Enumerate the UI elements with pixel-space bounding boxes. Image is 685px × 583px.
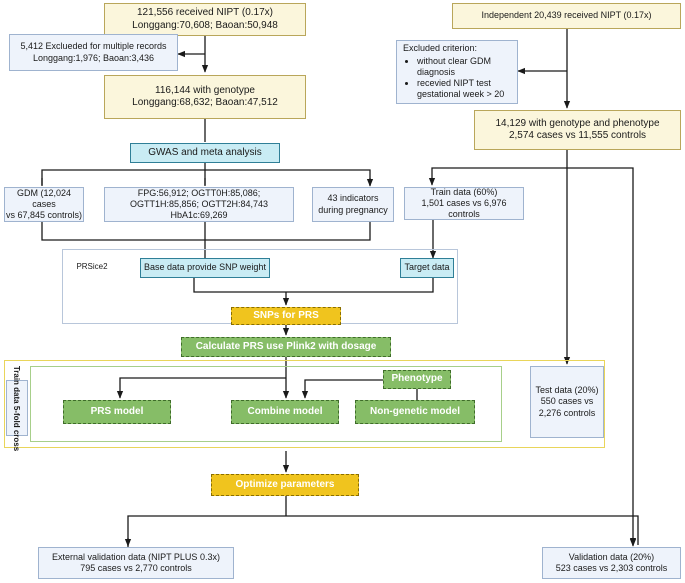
received-nipt-box: 121,556 received NIPT (0.17x) Longgang:7… xyxy=(104,3,306,36)
fpg-ogtt-line1: FPG:56,912; OGTT0H:85,086; xyxy=(137,187,261,198)
train-cross-label: Train data 5-fold cross xyxy=(6,365,28,451)
branch-optimize xyxy=(127,496,639,547)
indicators-line2: during pregnancy xyxy=(318,204,388,215)
phenotype-box: Phenotype xyxy=(383,370,451,389)
excluded-criterion-title: Excluded criterion: xyxy=(403,43,478,54)
indicators-box: 43 indicators during pregnancy xyxy=(312,187,394,222)
geno-pheno-line2: 2,574 cases vs 11,555 controls xyxy=(508,130,647,141)
gwas-label: GWAS and meta analysis xyxy=(148,146,262,158)
received-nipt-line1: 121,556 received NIPT (0.17x) xyxy=(136,7,273,18)
validation-data-line1: Validation data (20%) xyxy=(568,551,655,562)
merge-gwas-outputs xyxy=(41,222,371,258)
arrows-gwas-branches xyxy=(41,178,370,186)
target-data-label: Target data xyxy=(404,262,450,273)
fpg-ogtt-line2: OGTT1H:85,856; OGTT2H:84,743 xyxy=(129,198,269,209)
geno-pheno-box: 14,129 with genotype and phenotype 2,574… xyxy=(474,110,681,150)
fpg-ogtt-line3: HbA1c:69,269 xyxy=(170,210,228,221)
calc-prs-box: Calculate PRS use Plink2 with dosage xyxy=(181,337,391,357)
gwas-box: GWAS and meta analysis xyxy=(130,143,280,163)
optimize-label: Optimize parameters xyxy=(235,478,335,490)
branch-gwas xyxy=(41,162,371,185)
prs-model-box: PRS model xyxy=(63,400,171,424)
excluded-criterion-item: without clear GDM diagnosis xyxy=(417,56,517,79)
arrow-to-prs-model xyxy=(116,377,286,399)
train-cross-text: Train data 5-fold cross xyxy=(12,365,22,451)
optimize-box: Optimize parameters xyxy=(211,474,359,496)
train-data-line1: Train data (60%) xyxy=(430,186,498,197)
prsice-label: PRSice2 xyxy=(76,262,108,271)
external-validation-box: External validation data (NIPT PLUS 0.3x… xyxy=(38,547,234,579)
genotype-line2: Longgang:68,632; Baoan:47,512 xyxy=(132,97,278,108)
genotype-box: 116,144 with genotype Longgang:68,632; B… xyxy=(104,75,306,119)
validation-data-line2: 523 cases vs 2,303 controls xyxy=(555,563,668,573)
training-frame-inner xyxy=(30,366,502,442)
gdm-box: GDM (12,024 cases vs 67,845 controls) xyxy=(4,187,84,222)
excluded-criterion-list: without clear GDM diagnosis recevied NIP… xyxy=(403,56,517,101)
train-data-line2: 1,501 cases vs 6,976 controls xyxy=(421,197,507,220)
phenotype-label: Phenotype xyxy=(391,373,443,385)
independent-box: Independent 20,439 received NIPT (0.17x) xyxy=(452,3,681,29)
excluded-criterion-box: Excluded criterion: without clear GDM di… xyxy=(396,40,518,104)
indicators-line1: 43 indicators xyxy=(327,193,379,204)
gdm-line1: GDM (12,024 cases xyxy=(16,187,72,209)
excluded-multiple-line2: Longgang:1,976; Baoan:3,436 xyxy=(32,52,155,63)
gdm-line2: vs 67,845 controls) xyxy=(5,210,83,221)
genotype-line1: 116,144 with genotype xyxy=(155,84,255,96)
arrow-pheno-to-combine xyxy=(301,379,385,399)
fpg-ogtt-box: FPG:56,912; OGTT0H:85,086; OGTT1H:85,856… xyxy=(104,187,294,222)
snps-prs-label: SNPs for PRS xyxy=(253,309,319,321)
test-data-line2: 550 cases vs xyxy=(540,396,594,407)
merge-to-snps xyxy=(193,278,434,305)
arrow-to-train-data xyxy=(428,167,567,186)
test-data-line1: Test data (20%) xyxy=(535,385,599,396)
nongenetic-model-label: Non-genetic model xyxy=(369,405,460,417)
geno-pheno-line1: 14,129 with genotype and phenotype xyxy=(495,117,660,129)
excluded-criterion-item: recevied NIPT test gestational week > 20 xyxy=(417,78,517,101)
base-data-box: Base data provide SNP weight xyxy=(140,258,270,278)
excluded-multiple-line1: 5,412 Exclueded for multiple records xyxy=(20,41,167,52)
target-data-box: Target data xyxy=(400,258,454,278)
received-nipt-line2: Longgang:70,608; Baoan:50,948 xyxy=(132,19,278,31)
external-validation-line2: 795 cases vs 2,770 controls xyxy=(80,563,192,573)
combine-model-box: Combine model xyxy=(231,400,339,424)
external-validation-line1: External validation data (NIPT PLUS 0.3x… xyxy=(52,551,220,562)
test-data-line3: 2,276 controls xyxy=(538,407,596,418)
nongenetic-model-box: Non-genetic model xyxy=(355,400,475,424)
train-data-box: Train data (60%) 1,501 cases vs 6,976 co… xyxy=(404,187,524,220)
snps-prs-box: SNPs for PRS xyxy=(231,307,341,325)
combine-model-label: Combine model xyxy=(247,405,323,417)
test-data-box: Test data (20%) 550 cases vs 2,276 contr… xyxy=(530,366,604,438)
arrow-geno-to-validation xyxy=(567,167,637,546)
independent-label: Independent 20,439 received NIPT (0.17x) xyxy=(481,10,652,21)
base-data-label: Base data provide SNP weight xyxy=(144,262,266,273)
excluded-multiple-box: 5,412 Exclueded for multiple records Lon… xyxy=(9,34,178,71)
prsice-label-box: PRSice2 xyxy=(66,258,118,276)
training-frame-outer xyxy=(4,360,605,448)
calc-prs-label: Calculate PRS use Plink2 with dosage xyxy=(195,340,377,352)
validation-data-box: Validation data (20%) 523 cases vs 2,303… xyxy=(542,547,681,579)
prs-model-label: PRS model xyxy=(90,405,144,417)
